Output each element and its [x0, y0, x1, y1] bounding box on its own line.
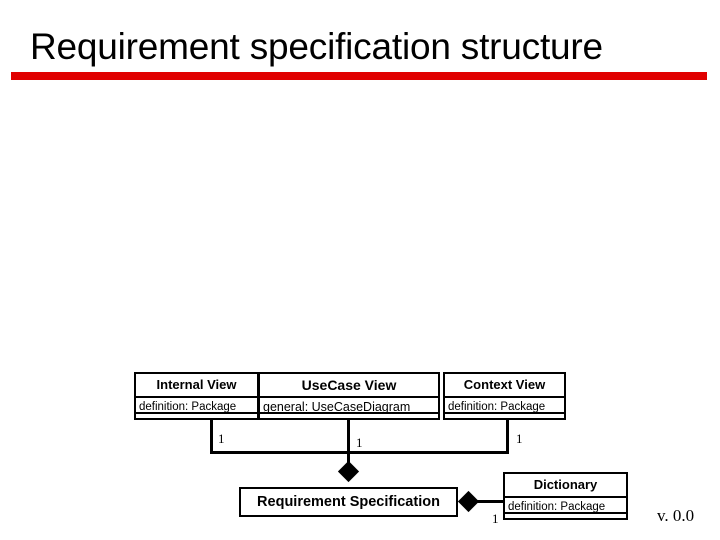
multiplicity-label-dictionary: 1: [492, 511, 499, 526]
uml-attribute-compartment: definition: Package: [136, 396, 257, 414]
composition-diamond-icon: [337, 460, 360, 483]
uml-class-usecase-view: UseCase View general: UseCaseDiagram: [258, 372, 440, 420]
uml-attribute: definition: Package: [448, 401, 546, 413]
connector-line-dictionary: [476, 500, 505, 503]
uml-class-dictionary: Dictionary definition: Package: [503, 472, 628, 520]
uml-attribute-compartment: definition: Package: [505, 496, 626, 514]
uml-class-context-view: Context View definition: Package: [443, 372, 566, 420]
title-underline-rule: [11, 72, 707, 80]
uml-attribute: definition: Package: [139, 401, 237, 413]
connector-line-internal-view: [210, 420, 213, 454]
uml-attribute: general: UseCaseDiagram: [263, 400, 411, 414]
uml-operation-compartment: [445, 414, 564, 418]
uml-class-name: Internal View: [156, 377, 237, 392]
uml-operation-compartment: [505, 514, 626, 518]
uml-class-internal-view: Internal View definition: Package: [134, 372, 259, 420]
uml-class-name: Dictionary: [533, 477, 598, 492]
uml-attribute-compartment: definition: Package: [445, 396, 564, 414]
uml-class-name: Requirement Specification: [257, 494, 440, 510]
multiplicity-label-usecase-view: 1: [356, 435, 363, 450]
connector-join-bar: [210, 451, 509, 454]
multiplicity-label-context-view: 1: [516, 431, 523, 446]
uml-class-name: Context View: [463, 377, 546, 392]
uml-operation-compartment: [260, 414, 438, 418]
uml-attribute: definition: Package: [508, 501, 606, 513]
uml-operation-compartment: [136, 414, 257, 418]
uml-attribute-compartment: general: UseCaseDiagram: [260, 396, 438, 414]
uml-class-requirement-specification: Requirement Specification: [239, 487, 458, 517]
uml-class-name: UseCase View: [301, 377, 397, 393]
version-stamp: v. 0.0: [657, 506, 695, 525]
page-title: Requirement specification structure: [30, 26, 603, 67]
connector-line-usecase-view: [347, 420, 350, 454]
connector-line-context-view: [506, 420, 509, 454]
multiplicity-label-internal-view: 1: [218, 431, 225, 446]
